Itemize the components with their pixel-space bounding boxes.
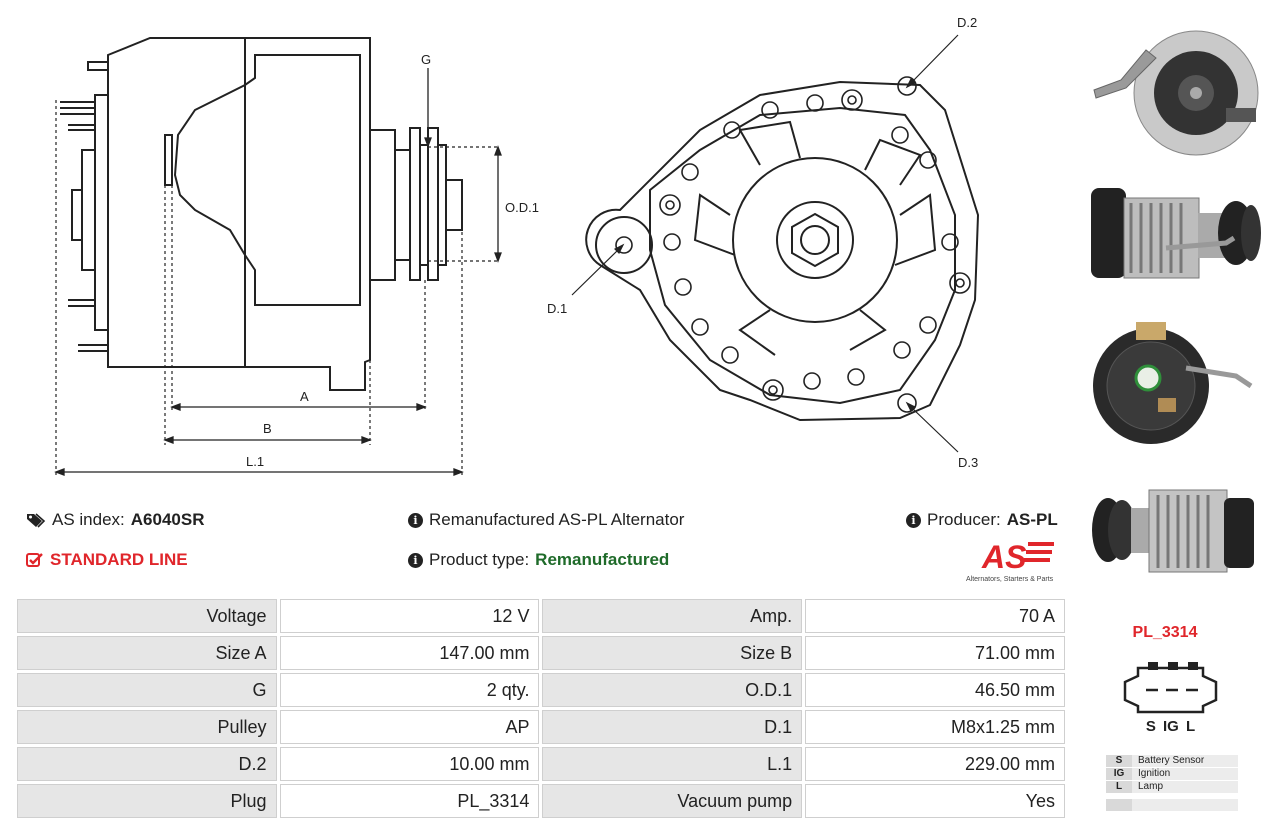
as-index-label: AS index: bbox=[52, 510, 125, 529]
spec-value: AP bbox=[279, 710, 540, 744]
legend-desc: Ignition bbox=[1132, 768, 1238, 780]
legend-key: IG bbox=[1106, 768, 1132, 780]
technical-drawing: G O.D.1 A B L.1 D.2 D.1 D.3 bbox=[54, 15, 980, 476]
product-name: Remanufactured AS-PL Alternator bbox=[429, 510, 685, 529]
info-icon: i bbox=[408, 552, 423, 568]
product-photo-side bbox=[1091, 188, 1261, 279]
spec-label: L.1 bbox=[542, 747, 803, 781]
spec-value: 12 V bbox=[279, 599, 540, 633]
label-g: G bbox=[421, 52, 431, 67]
spec-value: 10.00 mm bbox=[279, 747, 540, 781]
label-d2: D.2 bbox=[957, 15, 977, 30]
spec-value: 2 qty. bbox=[279, 673, 540, 707]
product-name-line: i Remanufactured AS-PL Alternator bbox=[408, 510, 684, 530]
producer-value: AS-PL bbox=[1006, 510, 1058, 529]
legend-key: S bbox=[1106, 755, 1132, 767]
spec-label: Size A bbox=[17, 636, 277, 670]
spec-label: D.2 bbox=[17, 747, 277, 781]
spec-value: 147.00 mm bbox=[279, 636, 540, 670]
spec-value: 229.00 mm bbox=[805, 747, 1065, 781]
product-type-label: Product type: bbox=[429, 550, 530, 569]
spec-label: Size B bbox=[542, 636, 803, 670]
label-od1: O.D.1 bbox=[505, 200, 539, 215]
legend-desc: Lamp bbox=[1132, 781, 1238, 793]
spec-value: 46.50 mm bbox=[805, 673, 1065, 707]
spec-label: O.D.1 bbox=[542, 673, 803, 707]
spec-value: 71.00 mm bbox=[805, 636, 1065, 670]
as-logo-mark: AS bbox=[981, 539, 1054, 575]
spec-label: G bbox=[17, 673, 277, 707]
info-icon: i bbox=[906, 512, 921, 528]
as-index-value: A6040SR bbox=[130, 510, 205, 529]
label-a: A bbox=[300, 389, 309, 404]
label-b: B bbox=[263, 421, 272, 436]
product-type-line: i Product type: Remanufactured bbox=[408, 550, 669, 570]
plug-connector-diagram bbox=[1123, 662, 1218, 714]
product-photo-side-rear bbox=[1092, 489, 1254, 573]
label-d1: D.1 bbox=[547, 301, 567, 316]
spec-value: 70 A bbox=[805, 599, 1065, 633]
plug-code: PL_3314 bbox=[1132, 624, 1198, 641]
spec-value: Yes bbox=[805, 784, 1065, 818]
spec-label: Voltage bbox=[17, 599, 277, 633]
legend-key: L bbox=[1106, 781, 1132, 793]
label-d3: D.3 bbox=[958, 455, 978, 470]
spec-label: Amp. bbox=[542, 599, 803, 633]
spec-label: Vacuum pump bbox=[542, 784, 803, 818]
plug-pins: S IG L bbox=[1145, 718, 1196, 735]
spec-value: PL_3314 bbox=[279, 784, 540, 818]
standard-line: STANDARD LINE bbox=[26, 550, 188, 570]
spec-value: M8x1.25 mm bbox=[805, 710, 1065, 744]
logo-tagline: Alternators, Starters & Parts bbox=[966, 576, 1054, 583]
legend-empty-row bbox=[1106, 799, 1238, 811]
as-pl-logo: AS Alternators, Starters & Parts bbox=[966, 538, 1066, 583]
svg-text:AS: AS bbox=[981, 539, 1027, 572]
producer-label: Producer: bbox=[927, 510, 1001, 529]
as-index: AS index: A6040SR bbox=[26, 510, 204, 530]
spec-label: Pulley bbox=[17, 710, 277, 744]
product-type-value: Remanufactured bbox=[535, 550, 670, 569]
product-photo-rear bbox=[1093, 322, 1253, 444]
legend-desc: Battery Sensor bbox=[1132, 755, 1238, 767]
info-icon: i bbox=[408, 512, 423, 528]
label-l1: L.1 bbox=[246, 454, 264, 469]
tags-icon bbox=[27, 513, 46, 528]
producer-line: i Producer: AS-PL bbox=[906, 510, 1058, 530]
checkbox-checked-icon bbox=[26, 553, 43, 567]
product-photo-front bbox=[1093, 30, 1259, 156]
spec-label: Plug bbox=[17, 784, 277, 818]
standard-line-label: STANDARD LINE bbox=[50, 550, 188, 569]
spec-label: D.1 bbox=[542, 710, 803, 744]
